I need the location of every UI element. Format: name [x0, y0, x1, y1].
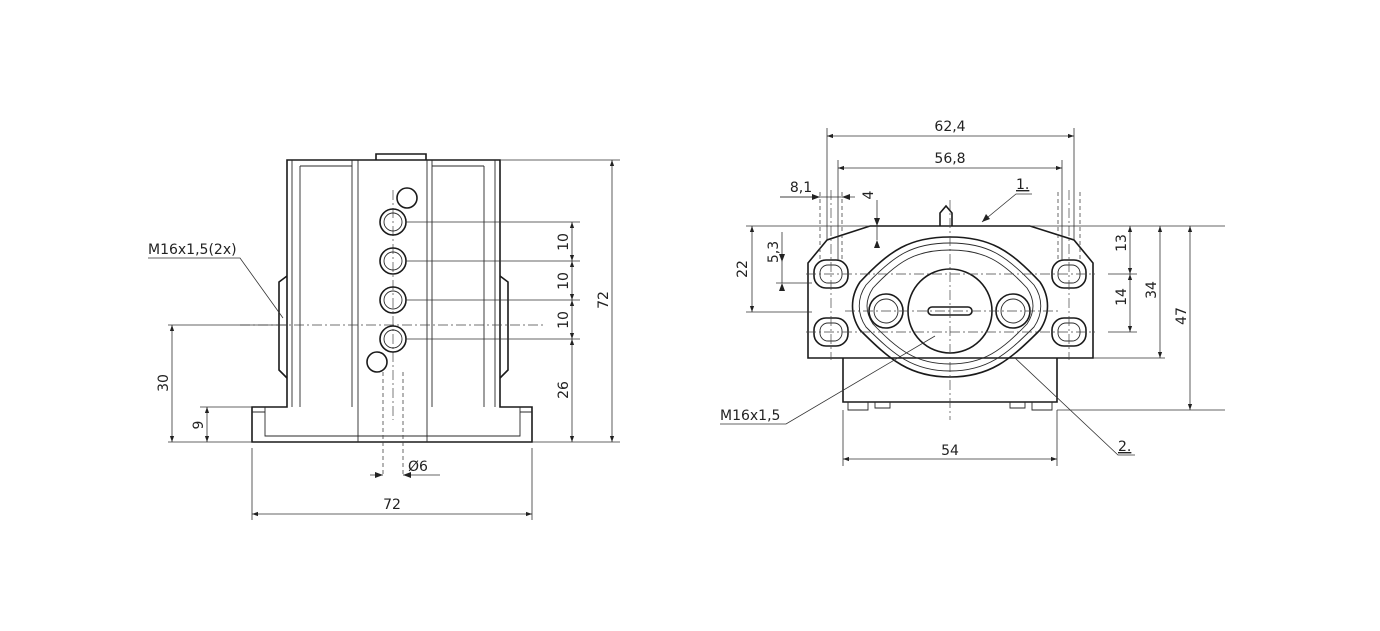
front-dim-pitch-3: 10	[556, 311, 572, 329]
side-callout-2: 2.	[1118, 439, 1131, 455]
side-thread-leader	[720, 335, 936, 425]
front-dim-pitch-1: 10	[556, 233, 572, 251]
side-view: 62,4 56,8 8,1 4 5,3 22 13 14 34 47 54 M1…	[720, 119, 1225, 466]
front-hidden-drill	[382, 372, 404, 475]
side-dim-right-upper: 13	[1114, 234, 1130, 252]
front-right-tower	[426, 160, 496, 442]
side-dim-left-height: 22	[735, 260, 751, 278]
side-dim-total-height: 47	[1174, 307, 1190, 325]
front-view: M16x1,5(2x) 10 10 10 26 72 30 9 Ø6 72	[148, 153, 620, 520]
front-left-tower	[291, 160, 359, 442]
front-dim-pitch-2: 10	[556, 272, 572, 290]
side-callout-1-leader	[981, 193, 1032, 223]
side-dim-right-mid: 14	[1114, 288, 1130, 306]
front-dim-bottom-hole: 26	[556, 381, 572, 399]
front-right-port	[499, 275, 509, 379]
front-dim-height: 72	[596, 291, 612, 309]
side-flange-outline	[807, 225, 1094, 359]
side-dim-right-height: 34	[1144, 281, 1160, 299]
side-dim-top-offset: 4	[861, 190, 877, 199]
side-center-lines	[806, 190, 1095, 420]
front-dim-base-height: 9	[191, 421, 207, 430]
side-lower-feet	[847, 402, 1053, 411]
front-top-slot	[375, 153, 427, 160]
front-dim-width: 72	[383, 497, 401, 513]
side-dim-overall-width: 62,4	[934, 119, 965, 135]
front-dim-axis-height: 30	[156, 374, 172, 392]
front-thread-label: M16x1,5(2x)	[148, 242, 237, 258]
side-dim-slot-offset: 8,1	[790, 180, 812, 196]
front-body-outline	[251, 159, 533, 443]
front-bore-holes	[366, 187, 418, 373]
side-thread-label: M16x1,5	[720, 408, 780, 424]
front-dim-hole-diameter: Ø6	[408, 459, 428, 475]
side-callout-2-leader	[1014, 357, 1135, 456]
side-top-nub	[939, 204, 953, 226]
side-dim-inner-width: 56,8	[934, 151, 965, 167]
front-left-port	[278, 275, 288, 379]
front-extension-lines	[168, 159, 620, 520]
front-base-plate	[252, 407, 532, 437]
side-dim-bottom-width: 54	[941, 443, 959, 459]
side-extension-lines	[746, 128, 1225, 466]
front-thread-leader	[148, 257, 284, 319]
side-dim-slot-depth: 5,3	[766, 241, 782, 263]
side-callout-1: 1.	[1016, 177, 1029, 193]
